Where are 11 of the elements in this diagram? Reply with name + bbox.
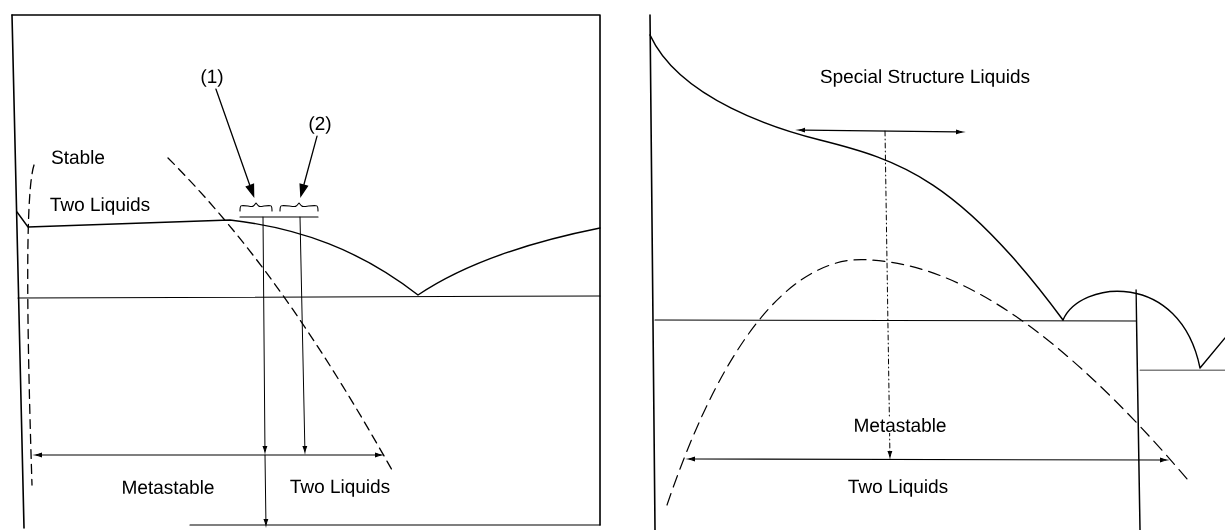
region-label: Two Liquids <box>288 478 392 498</box>
brace <box>279 202 319 212</box>
region-label: Two Liquids <box>846 478 950 498</box>
region-label: Special Structure Liquids <box>818 68 1032 88</box>
region-label: Metastable <box>120 479 216 495</box>
region-label: Two Liquids <box>48 196 152 216</box>
brace <box>239 202 273 212</box>
region-label: Metastable <box>852 417 948 433</box>
callout-number: (1) <box>201 69 223 87</box>
region-label: Stable <box>50 149 106 165</box>
callout-number: (2) <box>309 116 331 134</box>
